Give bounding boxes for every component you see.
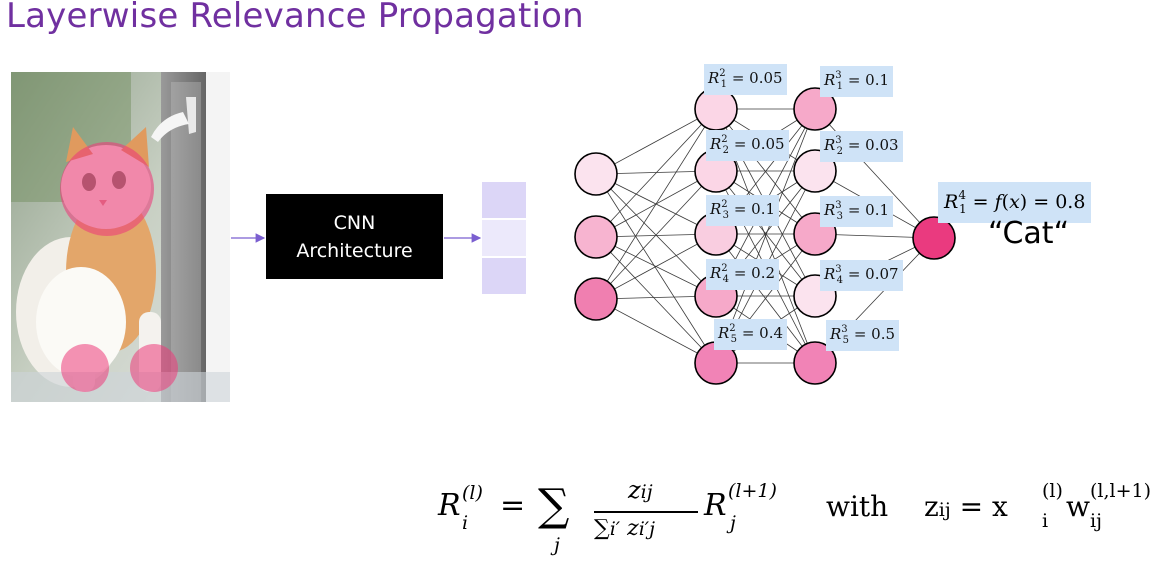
relevance-label-l3-1: R31 = 0.1 — [820, 66, 894, 97]
relevance-label-l2-5: R25 = 0.4 — [714, 319, 788, 350]
feature-cell — [482, 220, 526, 256]
network-edge — [595, 108, 717, 300]
cnn-label-line1: CNN — [333, 211, 376, 234]
cat-photo — [11, 72, 230, 402]
sum-symbol: ∑ — [538, 480, 570, 531]
with-text: with — [826, 490, 889, 523]
input-node — [574, 277, 618, 321]
relevance-label-l3-5: R35 = 0.5 — [826, 320, 900, 351]
network-edge — [595, 173, 717, 364]
relevance-label-l2-1: R21 = 0.05 — [704, 64, 787, 95]
network-edge — [595, 108, 717, 238]
network-edge — [595, 236, 717, 364]
network-edge — [595, 298, 717, 364]
network-edge — [595, 108, 717, 175]
feature-cell — [482, 258, 526, 294]
cnn-label-line2: Architecture — [296, 239, 413, 262]
relevance-label-l2-3: R23 = 0.1 — [706, 195, 780, 226]
input-node — [574, 152, 618, 196]
network-edge — [595, 233, 717, 300]
feature-cell — [482, 182, 526, 218]
relevance-label-l2-4: R24 = 0.2 — [706, 259, 780, 290]
network-edge — [595, 170, 717, 300]
network-edge — [814, 108, 935, 239]
layer3-node — [793, 87, 837, 131]
cnn-architecture-box: CNN Architecture — [266, 194, 443, 279]
input-node — [574, 215, 618, 259]
output-class-label: “Cat“ — [988, 216, 1070, 251]
output-node — [912, 216, 956, 260]
relevance-label-l2-2: R22 = 0.05 — [706, 130, 789, 161]
relevance-label-l3-4: R34 = 0.07 — [820, 260, 903, 291]
layer3-node — [793, 341, 837, 385]
slide-title: Layerwise Relevance Propagation — [6, 0, 584, 36]
relevance-label-l3-3: R33 = 0.1 — [820, 196, 894, 227]
output-relevance-label: R41 = f(x) = 0.8 — [938, 182, 1092, 223]
relevance-label-l3-2: R32 = 0.03 — [820, 131, 903, 162]
